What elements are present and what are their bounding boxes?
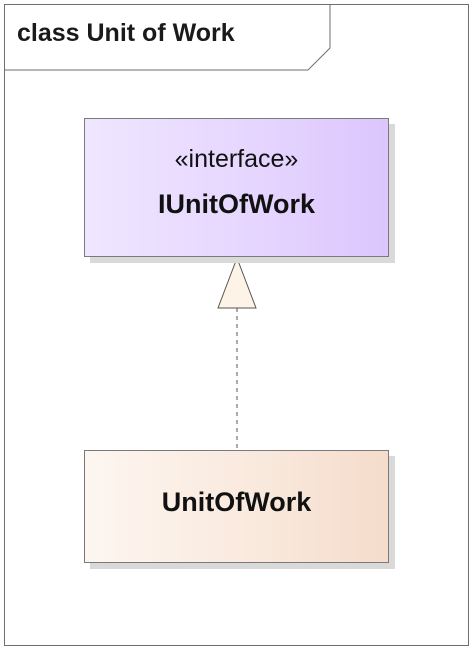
implementation-class-name: UnitOfWork xyxy=(161,487,312,517)
interface-class-iunitofwork[interactable]: «interface» IUnitOfWork xyxy=(84,118,389,257)
frame-name-tab xyxy=(5,5,331,71)
interface-class-name: IUnitOfWork xyxy=(158,189,315,219)
hollow-triangle-arrowhead xyxy=(217,256,257,309)
class-unitofwork[interactable]: UnitOfWork xyxy=(84,450,389,563)
frame-title: class Unit of Work xyxy=(17,19,235,47)
interface-stereotype: «interface» xyxy=(174,145,299,173)
